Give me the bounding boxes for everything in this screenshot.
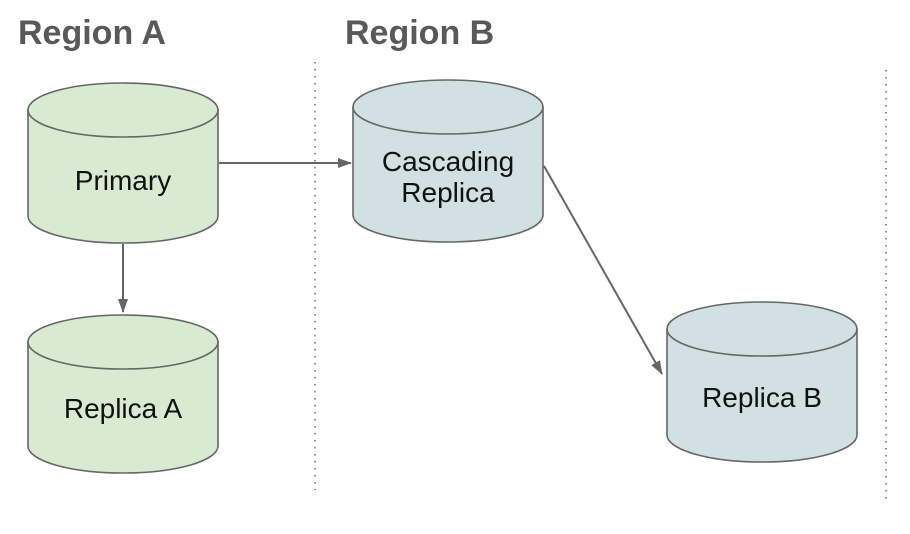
cascading-replica-label-line1: Cascading <box>382 146 514 177</box>
primary-label: Primary <box>75 165 171 196</box>
replica-a-label: Replica A <box>64 393 183 424</box>
region-b-title: Region B <box>345 14 494 52</box>
replica-a-cylinder-top <box>27 314 219 370</box>
node-replica-a: Replica A <box>27 314 219 474</box>
edge-cascading-replica-to-replica-b <box>543 165 663 375</box>
replica-b-label: Replica B <box>702 382 822 413</box>
primary-cylinder-body <box>27 109 219 244</box>
replica-b-cylinder-top <box>666 301 858 357</box>
replica-a-cylinder-body <box>27 341 219 474</box>
node-replica-b: Replica B <box>666 301 858 463</box>
cascading-replica-label-line2: Replica <box>401 177 495 208</box>
primary-cylinder-top <box>27 82 219 138</box>
region-a-title: Region A <box>18 14 166 52</box>
cascading-replica-cylinder-body <box>352 106 544 243</box>
node-cascading-replica: Cascading Replica <box>352 79 544 243</box>
replica-b-cylinder-body <box>666 328 858 463</box>
cascading-replica-cylinder-top <box>352 79 544 135</box>
node-primary: Primary <box>27 82 219 244</box>
